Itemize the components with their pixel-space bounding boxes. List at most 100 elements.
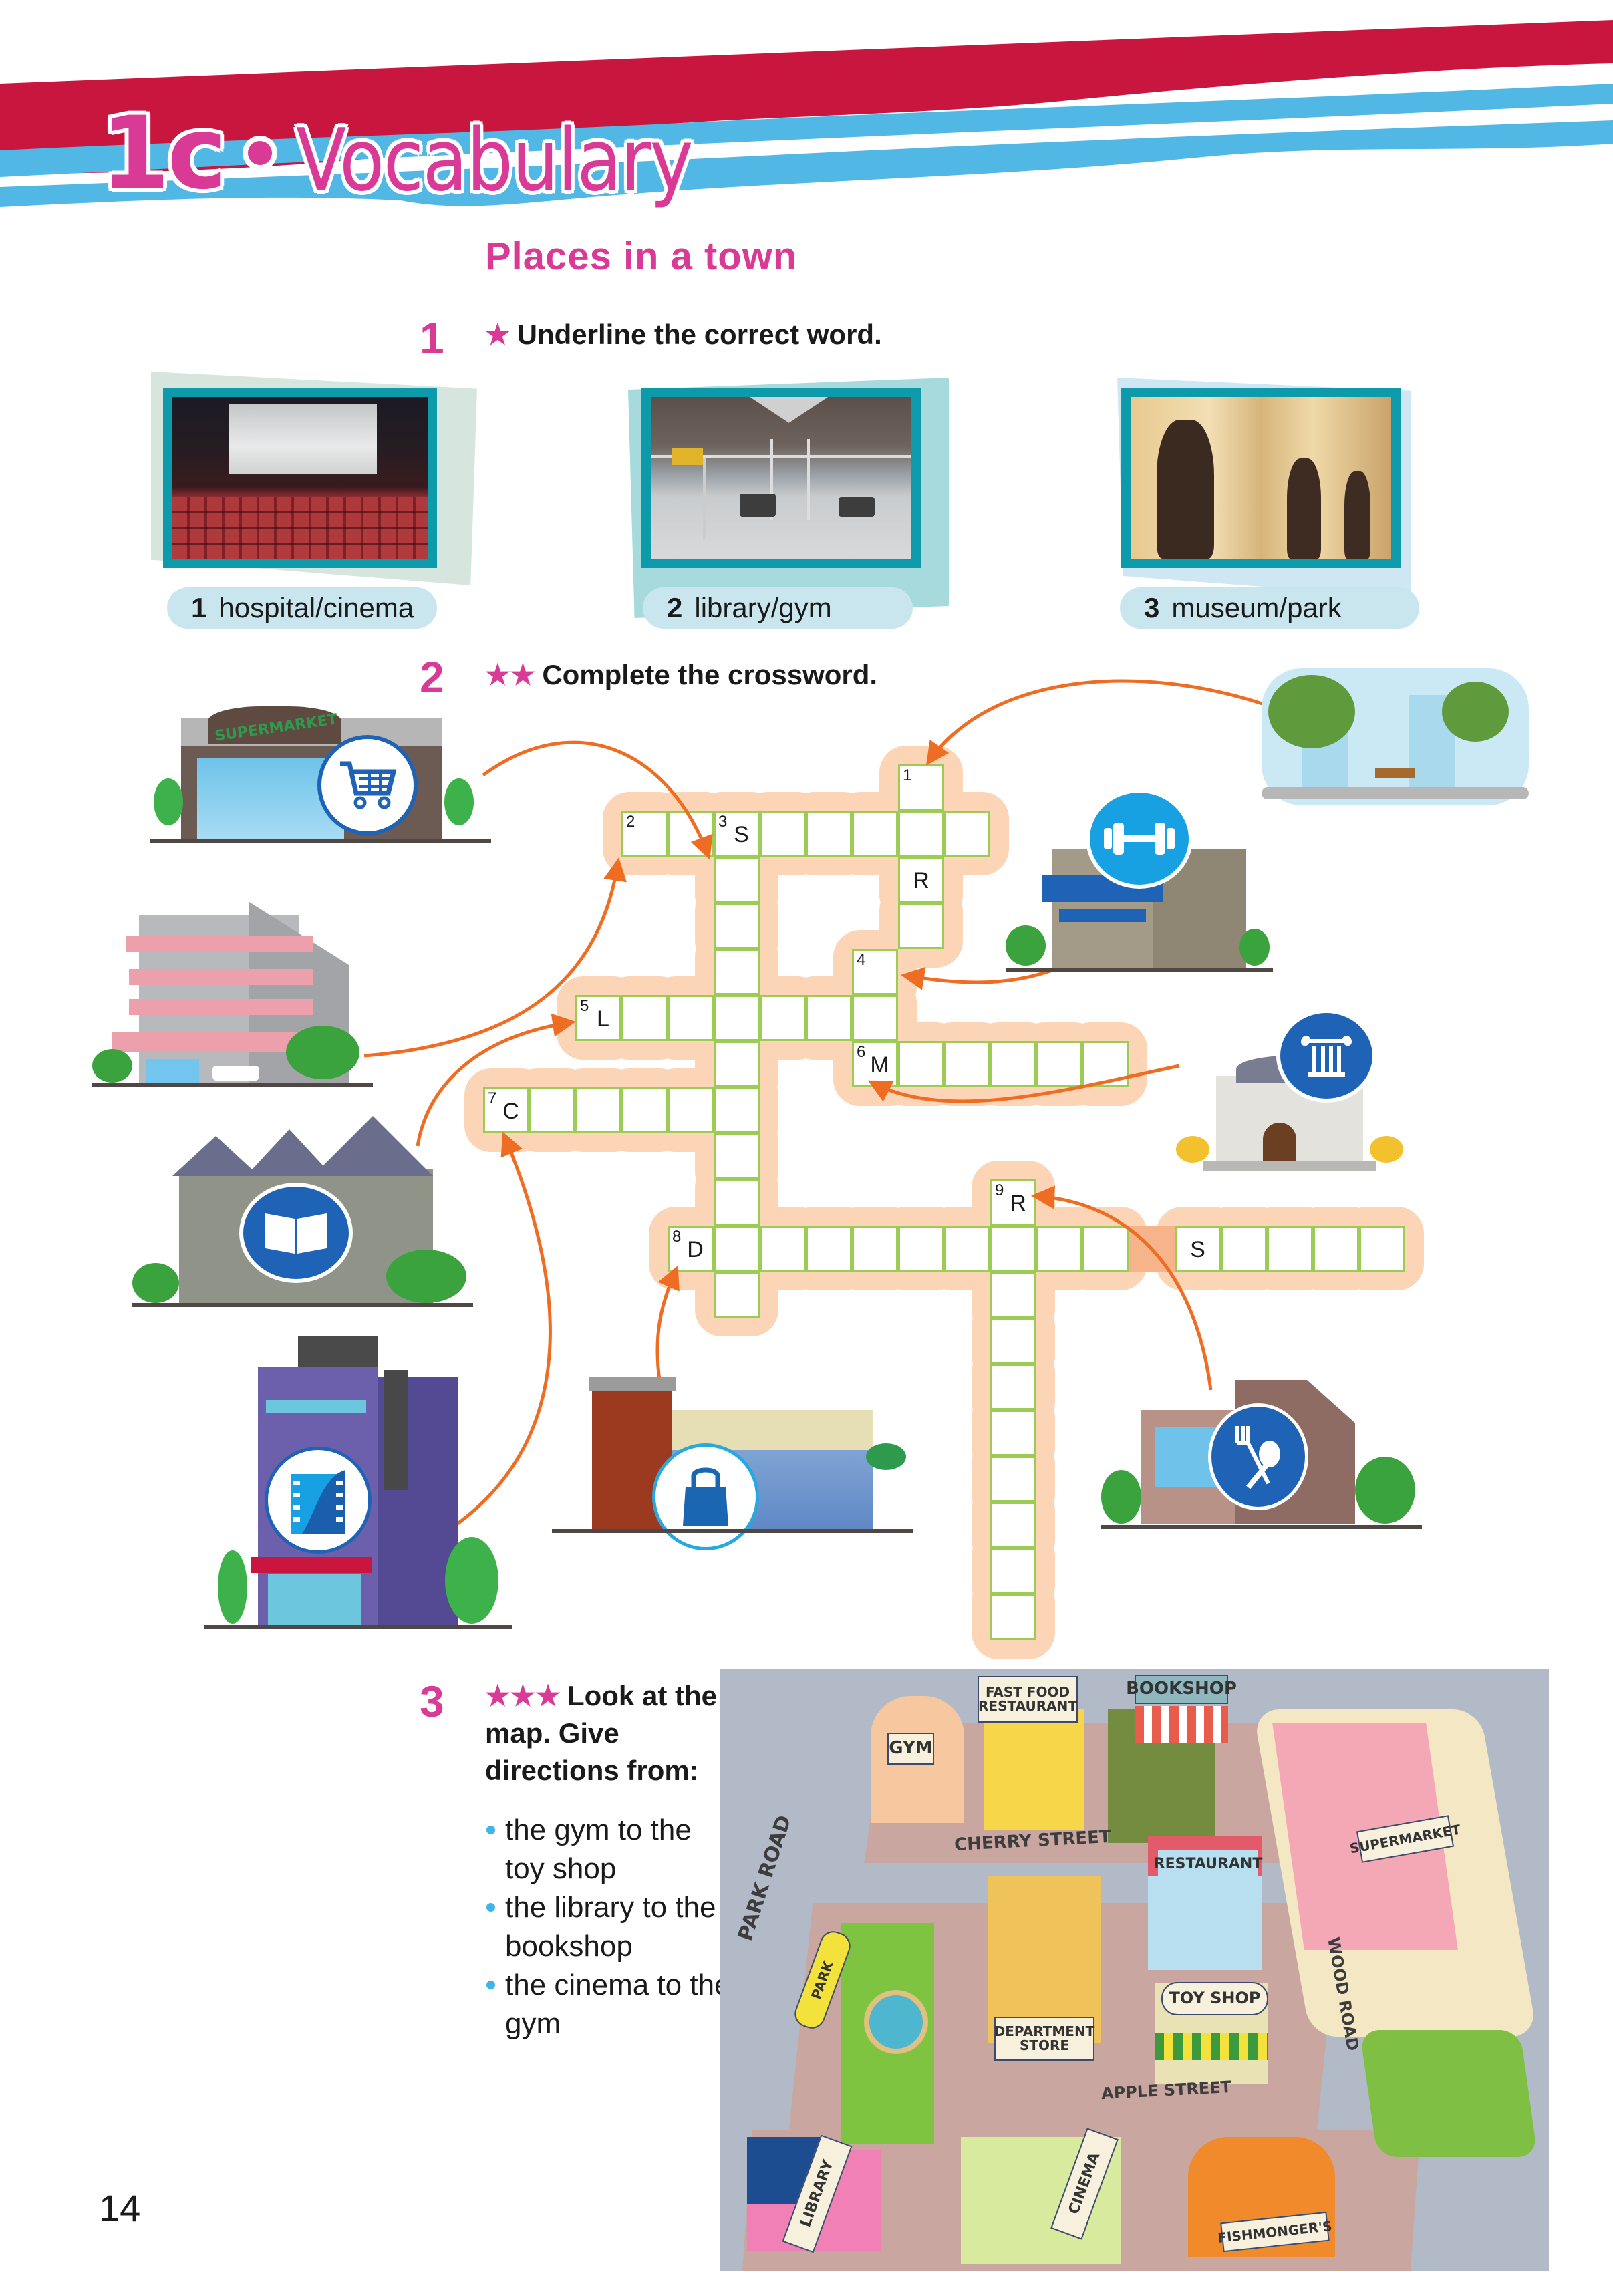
crossword-cell[interactable] — [990, 1456, 1036, 1502]
map-sign-gym: GYM — [887, 1733, 934, 1765]
crossword-cell[interactable] — [714, 1179, 760, 1226]
crossword-cell[interactable] — [1313, 1226, 1359, 1272]
crossword-cell[interactable]: R — [898, 857, 944, 903]
crossword-cell[interactable] — [714, 949, 760, 995]
page-number: 14 — [99, 2187, 141, 2229]
museum-illustration — [1176, 1009, 1403, 1176]
crossword-cell[interactable] — [990, 1041, 1036, 1087]
header-banner — [0, 20, 1613, 207]
film-strip-icon — [265, 1447, 372, 1554]
map-sign-fast-food: FAST FOOD RESTAURANT — [978, 1676, 1078, 1723]
word-gap — [1129, 1226, 1175, 1272]
crossword-cell[interactable]: 2 — [621, 811, 668, 857]
crossword-cell[interactable] — [806, 1226, 852, 1272]
topic-heading: Places in a town — [485, 235, 798, 278]
crossword-cell[interactable] — [852, 1226, 898, 1272]
crossword-cell[interactable] — [1359, 1226, 1405, 1272]
cinema-illustration — [204, 1336, 512, 1630]
crossword-cell[interactable] — [714, 1272, 760, 1318]
crossword-cell[interactable]: S — [1175, 1226, 1221, 1272]
photo-3 — [1121, 388, 1401, 568]
crossword-cell[interactable] — [1221, 1226, 1267, 1272]
caption-1-options[interactable]: hospital/cinema — [218, 592, 414, 623]
given-letter: S — [734, 822, 749, 847]
crossword-cell[interactable] — [714, 1133, 760, 1179]
crossword-cell[interactable] — [1082, 1226, 1129, 1272]
crossword-cell[interactable] — [990, 1548, 1036, 1594]
directions-list: the gym to the toy shop the library to t… — [485, 1811, 732, 2043]
crossword-cell[interactable] — [990, 1272, 1036, 1318]
crossword-cell[interactable] — [529, 1087, 575, 1133]
crossword-cell[interactable] — [1036, 1226, 1082, 1272]
crossword-cell[interactable] — [898, 1041, 944, 1087]
crossword-cell[interactable] — [990, 1364, 1036, 1410]
star-rating-icon: ★ — [485, 319, 510, 350]
crossword-cell[interactable] — [806, 995, 852, 1041]
crossword-cell[interactable] — [760, 995, 806, 1041]
crossword-cell[interactable] — [990, 1594, 1036, 1640]
clue-number: 3 — [718, 813, 728, 831]
crossword-cell[interactable] — [1082, 1041, 1129, 1087]
given-letter: R — [913, 868, 929, 893]
map-department-store-building — [988, 1876, 1101, 2043]
crossword-cell[interactable] — [575, 1087, 621, 1133]
clue-number: 8 — [672, 1228, 682, 1246]
caption-2-options[interactable]: library/gym — [694, 592, 832, 623]
shopping-cart-icon — [317, 735, 418, 835]
crossword-cell[interactable] — [760, 811, 806, 857]
museum-photo — [1131, 397, 1391, 559]
exercise-1-number: 1 — [420, 313, 444, 363]
crossword-cell[interactable] — [1036, 1041, 1082, 1087]
ambulance — [212, 1066, 259, 1081]
crossword-cell[interactable] — [714, 903, 760, 949]
crossword-cell[interactable] — [944, 811, 990, 857]
crossword-cell[interactable] — [621, 995, 668, 1041]
crossword-cell[interactable] — [621, 1087, 668, 1133]
crossword-cell[interactable] — [714, 1226, 760, 1272]
crossword-cell[interactable] — [714, 1041, 760, 1087]
crossword-cell[interactable] — [898, 1226, 944, 1272]
crossword-cell[interactable] — [668, 1087, 714, 1133]
crossword-cell[interactable] — [898, 903, 944, 949]
crossword-cell[interactable] — [990, 1226, 1036, 1272]
clue-number: 9 — [995, 1181, 1004, 1199]
crossword-cell[interactable] — [944, 1226, 990, 1272]
caption-3-options[interactable]: museum/park — [1171, 592, 1342, 623]
arrow-park-to-1 — [926, 679, 1267, 766]
crossword-cell[interactable] — [714, 857, 760, 903]
crossword-cell[interactable] — [852, 995, 898, 1041]
crossword-cell[interactable] — [806, 811, 852, 857]
map-fast-food-building — [984, 1709, 1084, 1830]
crossword-cell[interactable]: 1 — [898, 764, 944, 811]
crossword-cell[interactable] — [990, 1410, 1036, 1456]
exercise-2-number: 2 — [420, 652, 444, 702]
crossword-cell[interactable] — [1267, 1226, 1313, 1272]
exercise-3-instruction: ★★★Look at the map. Give directions from… — [485, 1677, 719, 1789]
banner-blue-band-2 — [0, 120, 1613, 207]
map-sign-restaurant: RESTAURANT — [1154, 1850, 1262, 1879]
crossword-cell[interactable] — [990, 1318, 1036, 1364]
crossword-cell[interactable]: 4 — [852, 949, 898, 995]
crossword-cell[interactable] — [852, 811, 898, 857]
crossword-cell[interactable] — [990, 1502, 1036, 1548]
crossword-cell[interactable] — [668, 995, 714, 1041]
crossword-cell[interactable] — [668, 811, 714, 857]
crossword-cell[interactable] — [898, 811, 944, 857]
crossword-cell[interactable] — [714, 1087, 760, 1133]
exercise-2-instruction: ★★Complete the crossword. — [485, 658, 877, 691]
banner-blue-band-1 — [0, 84, 1613, 177]
map-restaurant-building — [1148, 1863, 1262, 1970]
crossword-cell[interactable] — [714, 995, 760, 1041]
crossword-cell[interactable] — [944, 1041, 990, 1087]
crossword-cell[interactable] — [760, 1226, 806, 1272]
clue-number: 4 — [857, 951, 866, 969]
